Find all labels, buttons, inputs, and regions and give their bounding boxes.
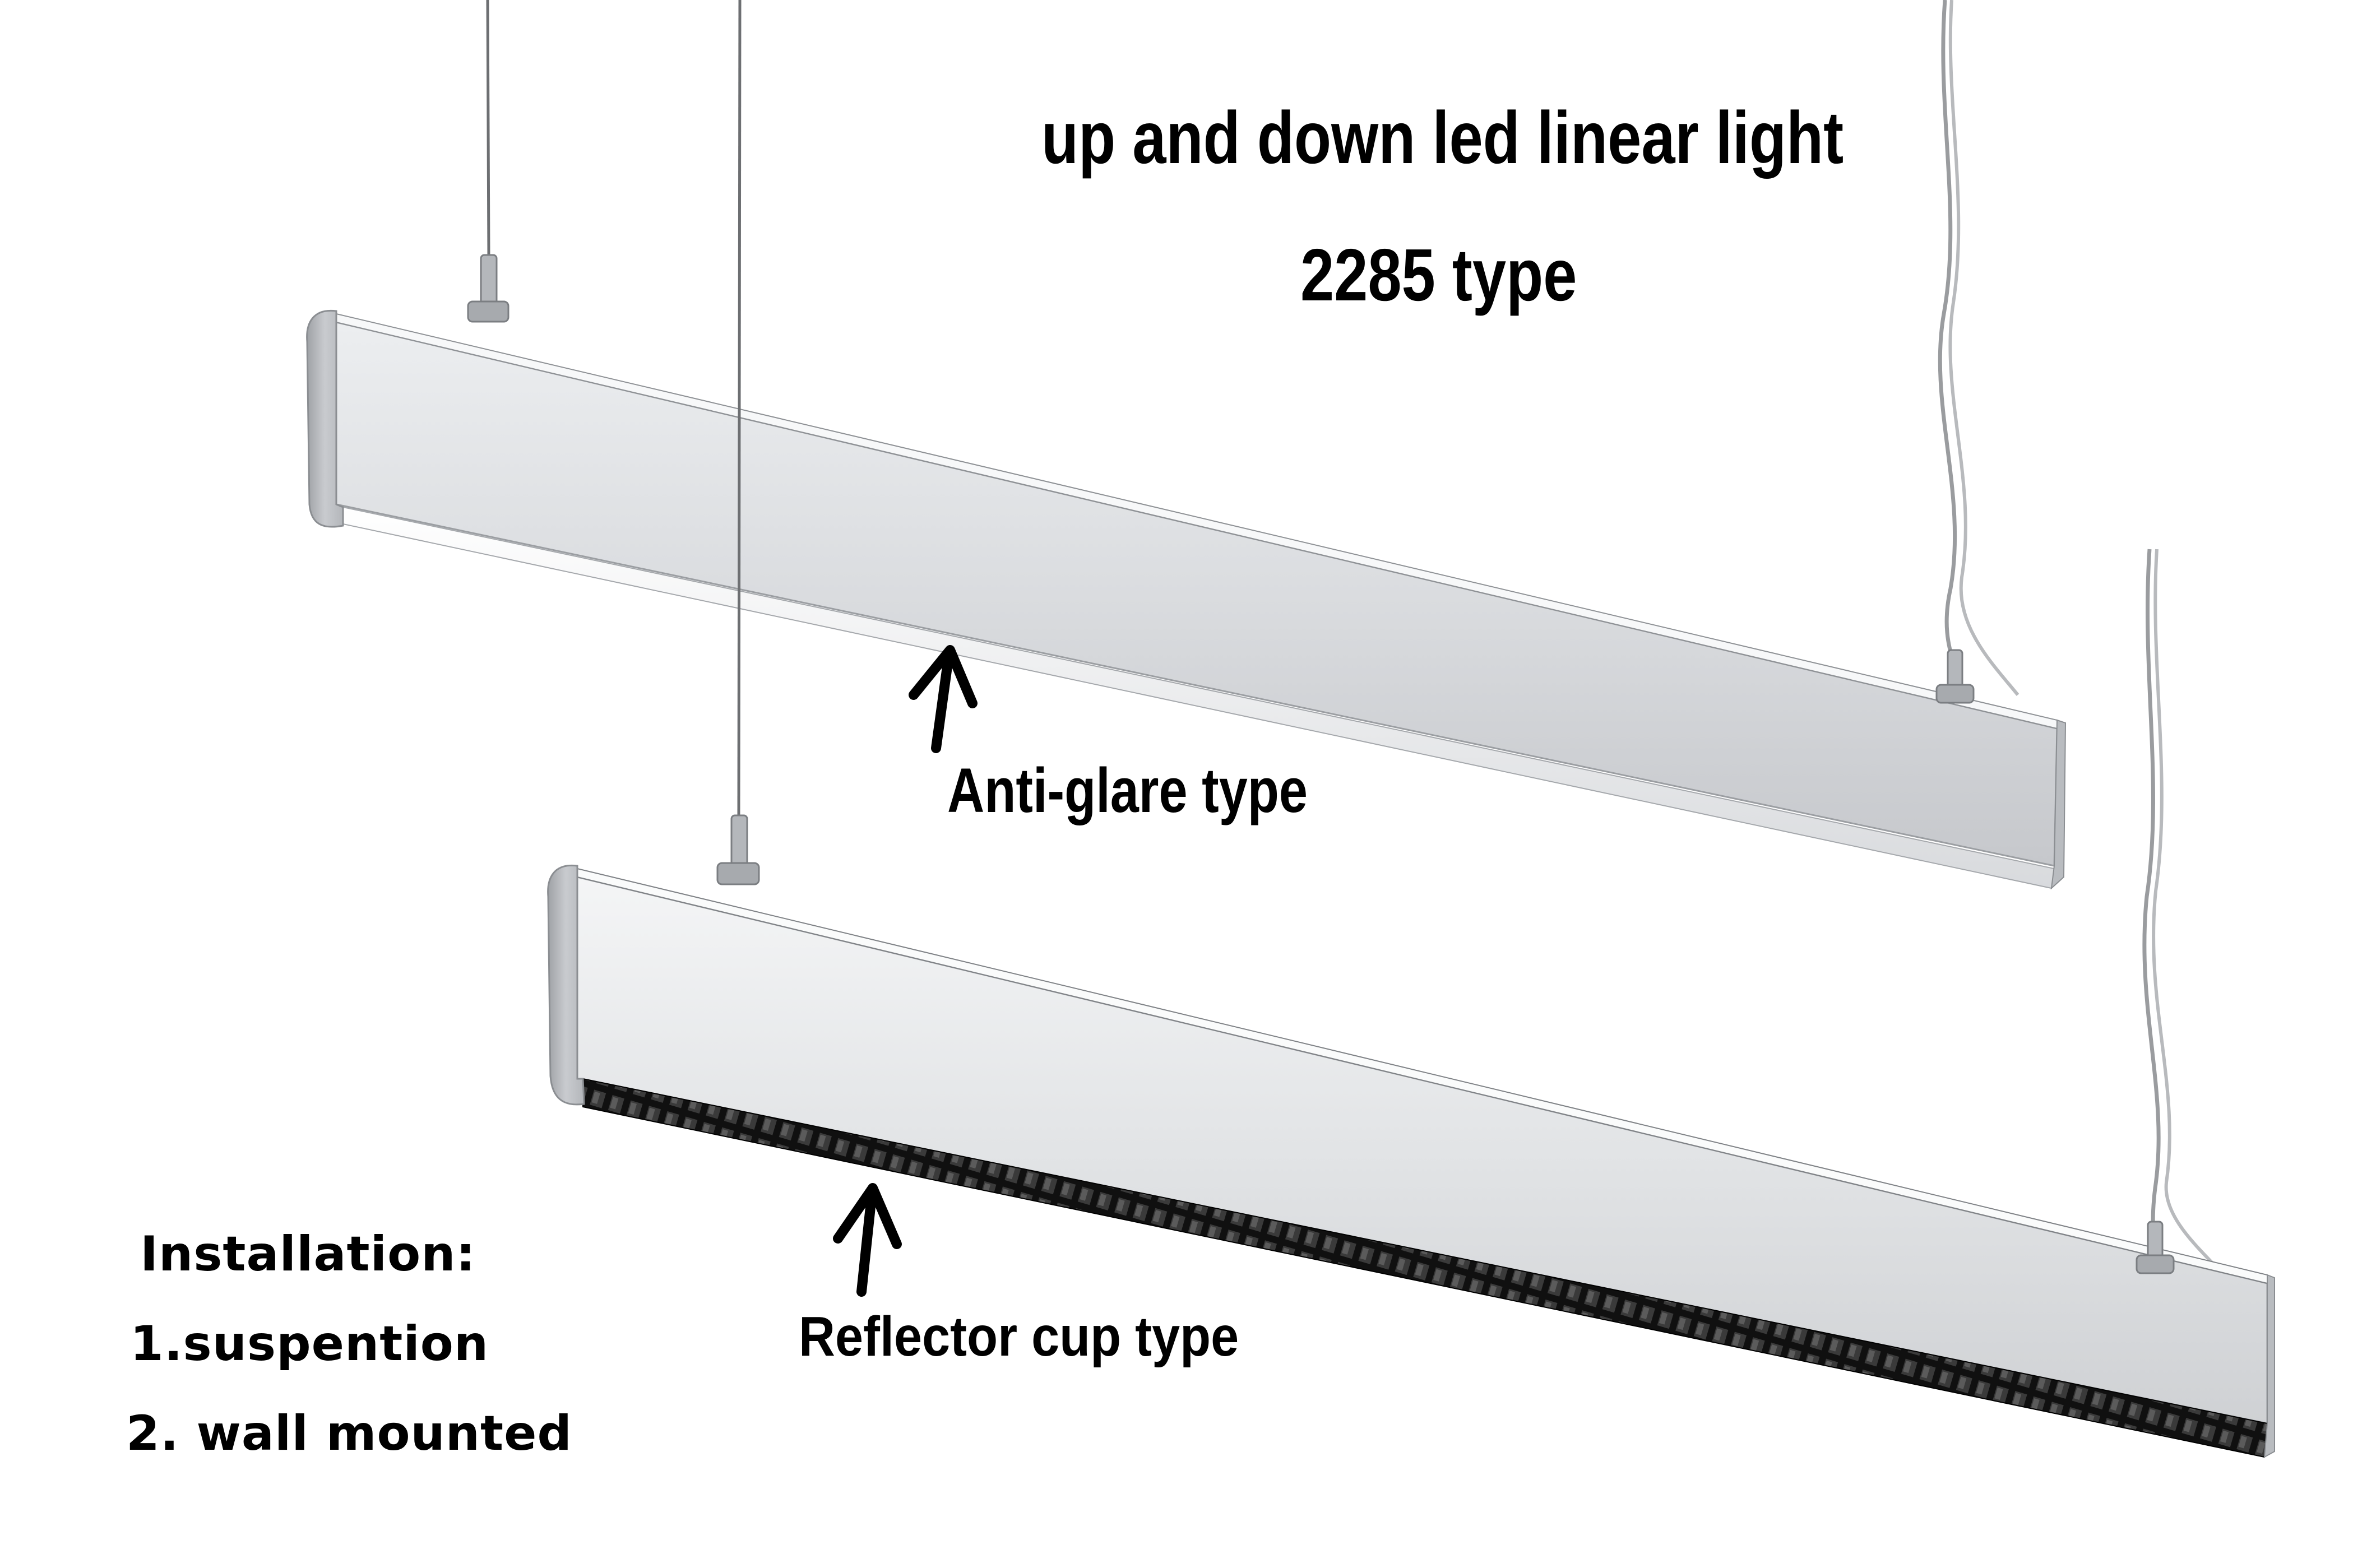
upper-far-end (2050, 719, 2067, 890)
lower-right-power-cord (2152, 549, 2232, 1284)
installation-heading: Installation: (140, 1226, 476, 1282)
upper-right-cable (1938, 0, 1957, 673)
lower-far-end (2263, 1274, 2275, 1458)
installation-item-suspension: 1.suspention (130, 1316, 489, 1372)
lower-fixture (547, 0, 2275, 1458)
lower-right-hanger (2136, 1221, 2175, 1274)
lower-left-cable (737, 0, 742, 816)
upper-arrow (909, 645, 978, 753)
anti-glare-callout: Anti-glare type (947, 755, 1308, 825)
lower-right-cable (2142, 549, 2161, 1259)
installation-item-wall-mounted: 2. wall mounted (126, 1405, 572, 1462)
product-title: up and down led linear light (1041, 96, 1844, 179)
upper-fixture (306, 0, 2067, 890)
upper-left-hanger (467, 254, 509, 323)
reflector-cup-callout: Reflector cup type (799, 1305, 1239, 1368)
upper-end-cap (306, 309, 344, 528)
upper-right-power-cord (1948, 0, 2019, 696)
upper-right-hanger (1935, 649, 1975, 704)
product-subtitle: 2285 type (1300, 234, 1577, 316)
lower-left-hanger (716, 814, 760, 885)
lower-arrow (833, 1183, 902, 1297)
lower-end-cap (547, 864, 585, 1106)
upper-left-cable (486, 0, 490, 256)
